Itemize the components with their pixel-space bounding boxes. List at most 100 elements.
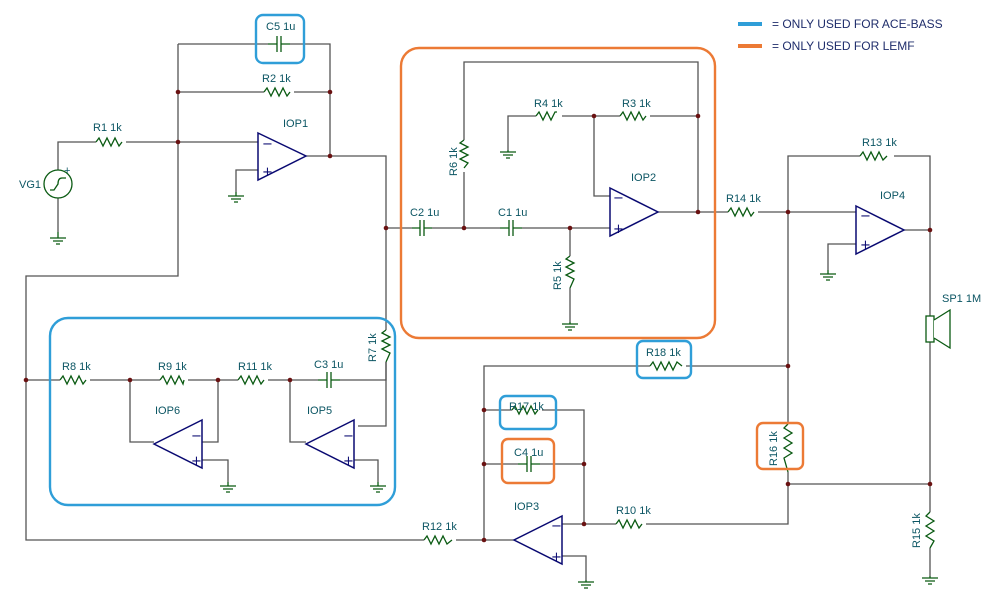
label-r4: R4 1k (534, 98, 563, 110)
label-c3: C3 1u (314, 359, 343, 371)
ground-icon (922, 576, 938, 585)
ground-icon (228, 192, 244, 203)
resistor-r4 (535, 110, 557, 122)
svg-text:+: + (613, 222, 624, 237)
svg-text:−: − (262, 137, 273, 152)
ground-icon (500, 150, 516, 159)
capacitor-c2 (412, 220, 432, 236)
resistor-r16 (782, 423, 794, 473)
label-r6: R6 1k (448, 147, 460, 176)
label-iop1: IOP1 (283, 118, 308, 130)
blue-box-c5 (254, 13, 306, 65)
label-iop2: IOP2 (631, 172, 656, 184)
svg-text:−: − (343, 429, 354, 444)
label-r16: R16 1k (768, 431, 780, 466)
resistor-r3 (619, 110, 647, 122)
svg-text:+: + (262, 165, 273, 180)
svg-text:−: − (613, 191, 624, 206)
ground-icon (820, 270, 836, 281)
opamp-iop4: − + (855, 204, 906, 256)
svg-text:+: + (191, 454, 202, 469)
ground-icon (370, 482, 386, 493)
resistor-r1 (95, 136, 123, 148)
capacitor-c3 (318, 372, 340, 388)
resistor-r9 (159, 374, 185, 386)
junctions (23, 89, 933, 543)
svg-text:+: + (343, 454, 354, 469)
resistor-r8 (59, 374, 87, 386)
label-r1: R1 1k (93, 122, 122, 134)
resistor-r7 (380, 329, 392, 363)
resistor-r11 (237, 374, 265, 386)
grounds (50, 150, 938, 589)
label-r13: R13 1k (862, 137, 897, 149)
label-r9: R9 1k (158, 361, 187, 373)
capacitors (268, 36, 540, 472)
legend: = ONLY USED FOR ACE-BASS = ONLY USED FOR… (738, 17, 943, 53)
voltage-source-vg1: + (43, 165, 73, 199)
resistor-r10 (615, 518, 643, 530)
capacitor-c4 (518, 456, 540, 472)
orange-box-r16 (755, 421, 805, 471)
blue-box-r18 (635, 339, 693, 380)
svg-text:+: + (860, 238, 871, 253)
label-r11: R11 1k (238, 361, 273, 373)
label-r15: R15 1k (911, 513, 923, 548)
resistors (59, 86, 936, 549)
resistor-r14 (727, 206, 755, 218)
label-c5: C5 1u (266, 21, 295, 33)
opamp-iop3: − + (512, 514, 563, 566)
label-iop5: IOP5 (307, 405, 332, 417)
ground-icon (50, 232, 66, 245)
label-iop6: IOP6 (155, 405, 180, 417)
speaker-icon (925, 308, 951, 350)
legend-orange-label: = ONLY USED FOR LEMF (772, 39, 915, 53)
label-vg1: VG1 (19, 179, 41, 191)
svg-text:−: − (551, 519, 562, 534)
label-r10: R10 1k (616, 505, 651, 517)
opamp-iop2: − + (609, 186, 660, 238)
label-r14: R14 1k (726, 193, 761, 205)
label-c1: C1 1u (498, 207, 527, 219)
resistor-r18 (649, 360, 683, 372)
opamps: − + − + − + − + − + − + (152, 131, 906, 566)
svg-text:+: + (551, 550, 562, 565)
label-r8: R8 1k (62, 361, 91, 373)
source-plus-sign: + (64, 165, 70, 177)
resistor-r12 (423, 534, 453, 546)
label-c2: C2 1u (410, 207, 439, 219)
label-r3: R3 1k (622, 98, 651, 110)
component-labels: C5 1u R2 1k R1 1k IOP1 VG1 R4 1k R3 1k R… (19, 21, 981, 548)
ground-icon (578, 580, 594, 589)
resistor-r13 (859, 150, 888, 162)
legend-blue-label: = ONLY USED FOR ACE-BASS (772, 17, 943, 31)
opamp-iop1: − + (257, 131, 308, 182)
resistor-r17 (511, 404, 539, 416)
ground-icon (562, 322, 578, 331)
resistor-r6 (458, 139, 470, 169)
blue-box-r17 (498, 394, 558, 431)
label-r18: R18 1k (646, 347, 681, 359)
blue-box-ace-bass-chain (48, 316, 397, 507)
opamp-iop5: − + (304, 418, 355, 470)
wires (25, 43, 931, 580)
label-r12: R12 1k (422, 521, 457, 533)
capacitor-c5 (268, 36, 290, 52)
capacitor-c1 (500, 220, 522, 236)
label-r17: R17 1k (509, 401, 544, 413)
highlight-boxes (48, 13, 805, 507)
label-r2: R2 1k (262, 73, 291, 85)
opamp-iop6: − + (152, 418, 203, 470)
label-r7: R7 1k (367, 333, 379, 362)
resistor-r2 (263, 86, 291, 98)
svg-text:−: − (191, 429, 202, 444)
label-sp1: SP1 1M (942, 293, 981, 305)
label-iop3: IOP3 (514, 501, 539, 513)
label-r5: R5 1k (552, 261, 564, 290)
resistor-r5 (564, 255, 576, 289)
orange-box-lemf-filter (399, 46, 717, 340)
label-c4: C4 1u (514, 447, 543, 459)
resistor-r15 (924, 511, 936, 549)
svg-text:−: − (860, 209, 871, 224)
